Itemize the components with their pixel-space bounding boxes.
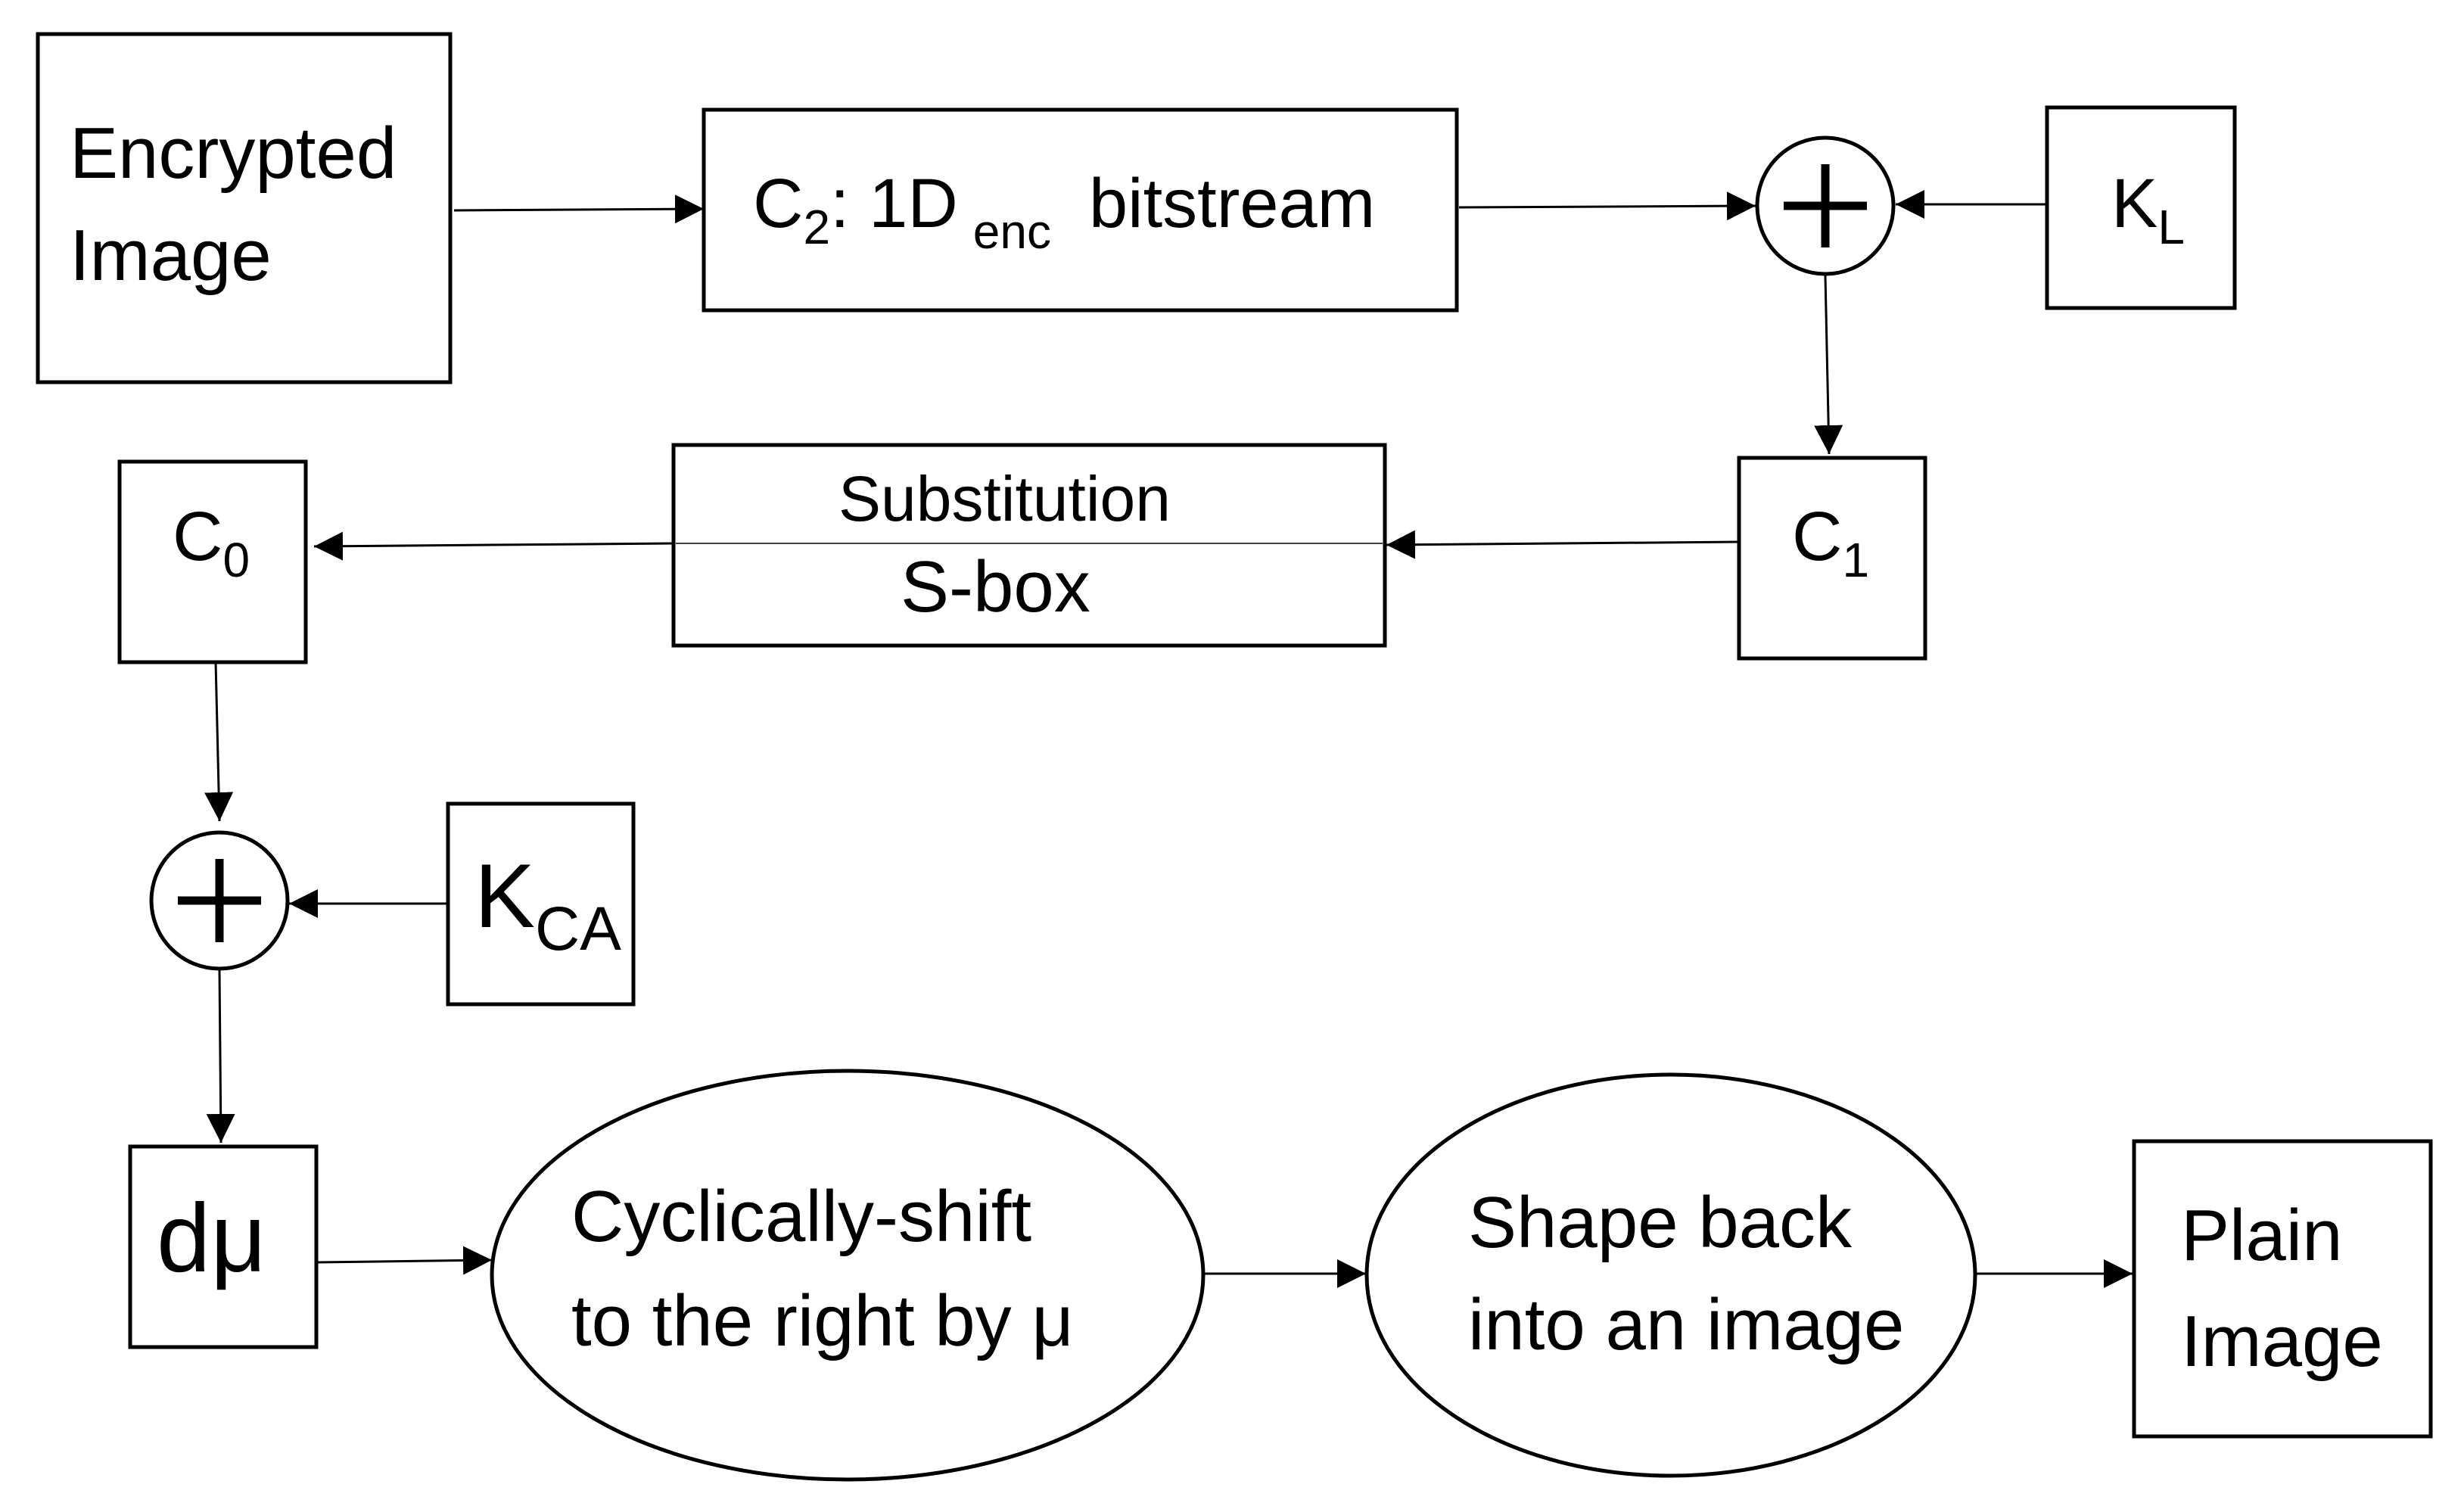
plain-image-node: Plain Image bbox=[2132, 1139, 2433, 1439]
c0-subscript: 0 bbox=[222, 533, 250, 587]
cyclic-shift-node: Cyclically-shift to the right by μ bbox=[490, 1069, 1206, 1482]
c2-enc-subscript: enc bbox=[973, 204, 1051, 259]
kca-key-node: KCA bbox=[446, 801, 636, 1007]
c0-node: C0 bbox=[117, 459, 308, 664]
encrypted-image-node: Encrypted Image bbox=[36, 32, 453, 384]
arrow-encrypted-to-c2 bbox=[453, 194, 705, 224]
arrow-xor2-to-dmu bbox=[206, 969, 235, 1144]
substitution-sbox-node: Substitution S-box bbox=[671, 443, 1387, 648]
c1-node: C1 bbox=[1737, 456, 1927, 661]
kl-subscript: L bbox=[2158, 200, 2185, 254]
kl-main: K bbox=[2111, 165, 2158, 242]
arrow-c1-to-substitution bbox=[1386, 530, 1740, 559]
dmu-label: dμ bbox=[157, 1184, 266, 1293]
kl-label: KL bbox=[2111, 165, 2185, 254]
kl-key-node: KL bbox=[2045, 105, 2237, 310]
shape-back-label-line2: into an image bbox=[1468, 1284, 1904, 1365]
c2-bitstream-label: C2: 1D enc bitstream bbox=[753, 165, 1375, 259]
xor-operator-2 bbox=[149, 830, 290, 971]
kca-subscript: CA bbox=[535, 895, 621, 963]
c0-main: C bbox=[173, 498, 222, 575]
xor-operator-1 bbox=[1755, 135, 1896, 276]
c1-main: C bbox=[1792, 498, 1842, 575]
plain-image-label-line2: Image bbox=[2181, 1301, 2383, 1382]
dmu-node: dμ bbox=[128, 1144, 319, 1349]
cyclic-shift-label-line2: to the right by μ bbox=[571, 1280, 1074, 1361]
encrypted-image-label-line1: Encrypted bbox=[70, 113, 397, 194]
arrow-dmu-to-cyclic-shift bbox=[317, 1246, 493, 1275]
shape-back-node: Shape back into an image bbox=[1364, 1072, 1977, 1478]
c2-rest: : 1D bbox=[830, 165, 958, 242]
c1-subscript: 1 bbox=[1842, 533, 1869, 587]
c2-bitstream-node: C2: 1D enc bitstream bbox=[702, 107, 1459, 313]
kca-main: K bbox=[474, 845, 535, 947]
arrow-c0-to-xor2 bbox=[204, 661, 234, 822]
c0-label: C0 bbox=[173, 498, 250, 587]
c2-main: C bbox=[753, 165, 803, 242]
arrow-c2-to-xor1 bbox=[1458, 191, 1756, 221]
c2-tail: bitstream bbox=[1089, 165, 1375, 242]
encrypted-image-label-line2: Image bbox=[70, 215, 272, 296]
arrow-substitution-to-c0 bbox=[313, 531, 674, 561]
kca-label: KCA bbox=[474, 845, 621, 963]
substitution-label: Substitution bbox=[838, 463, 1171, 534]
plain-image-label-line1: Plain bbox=[2181, 1195, 2342, 1276]
c2-subscript: 2 bbox=[803, 200, 830, 254]
shape-back-label-line1: Shape back bbox=[1468, 1182, 1853, 1263]
arrow-xor1-to-c1 bbox=[1814, 275, 1843, 455]
sbox-label: S-box bbox=[901, 546, 1090, 627]
c1-label: C1 bbox=[1792, 498, 1869, 587]
cyclic-shift-label-line1: Cyclically-shift bbox=[571, 1176, 1031, 1257]
